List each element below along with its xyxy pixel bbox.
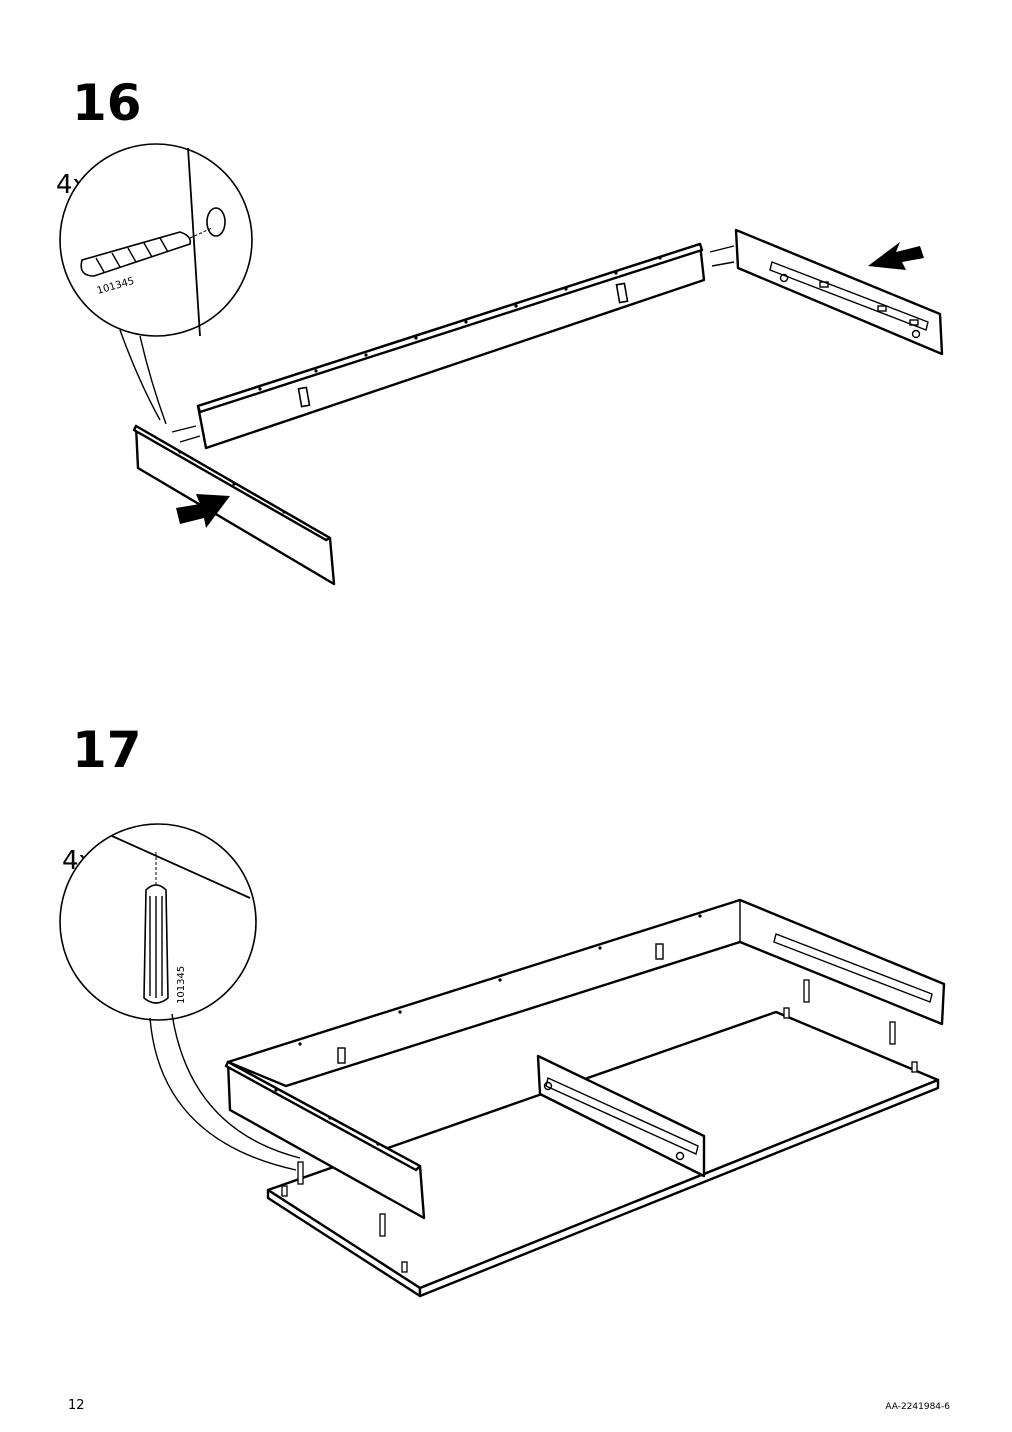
step-number-17: 17 — [72, 721, 142, 779]
dowel-icon — [80, 227, 213, 277]
bottom-board-17 — [266, 1010, 940, 1298]
part-code-17: 101345 — [176, 966, 187, 1004]
step-16-illustration: 101345 — [59, 143, 944, 586]
push-arrow-icon — [868, 242, 924, 270]
page-number: 12 — [68, 1398, 85, 1413]
right-end-panel-16 — [734, 228, 944, 356]
step-number-16: 16 — [72, 74, 142, 132]
middle-divider-17 — [536, 1054, 706, 1178]
step-17-illustration: 101345 — [59, 823, 946, 1298]
left-end-panel-16 — [132, 424, 336, 586]
long-rail-16 — [196, 242, 706, 450]
push-arrow-icon — [176, 494, 230, 528]
dowel-icon — [143, 884, 169, 1004]
back-frame-17 — [226, 898, 946, 1088]
detail-callout-17: 101345 — [59, 823, 301, 1171]
document-code: AA-2241984-6 — [885, 1402, 950, 1412]
left-end-panel-17 — [224, 1060, 426, 1220]
dowels-17 — [281, 979, 918, 1273]
detail-callout-16: 101345 — [59, 143, 253, 425]
